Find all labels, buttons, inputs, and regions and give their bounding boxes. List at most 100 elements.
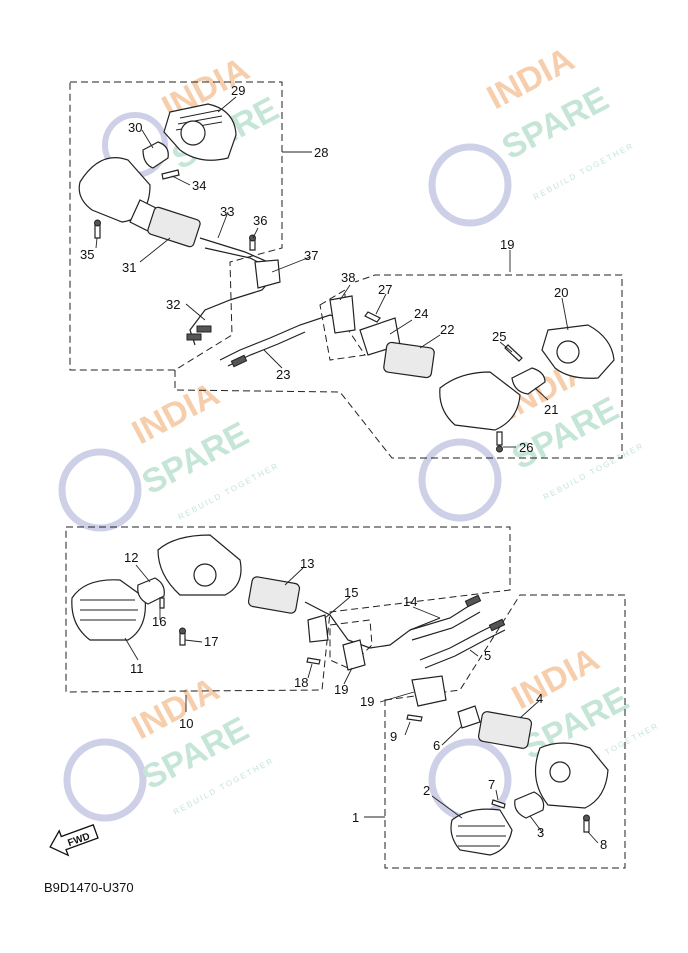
callout-21: 20 (554, 285, 568, 300)
bracket-19b (411, 675, 447, 707)
callout-13: 13 (300, 556, 314, 571)
callout-35: 34 (192, 178, 206, 193)
callout-31: 30 (128, 120, 142, 135)
screw-17-head (179, 627, 186, 635)
rubber-mount-23 (383, 341, 435, 379)
callout-8: 8 (600, 837, 607, 852)
bulb-31 (142, 141, 169, 169)
screw-27-head (496, 445, 503, 453)
callout-19-right: 19 (360, 694, 374, 709)
callout-38-mid: 38 (341, 270, 355, 285)
screw-7 (491, 799, 506, 809)
group-1-outline (384, 594, 626, 869)
callout-20: 19 (500, 237, 514, 252)
watermark-top-right: INDIA SPARE REBUILD TOGETHER (428, 40, 636, 227)
screw-8-head (583, 814, 590, 822)
fwd-arrow-icon (49, 824, 99, 857)
lens-11-pattern (80, 599, 138, 621)
screw-26 (504, 344, 523, 362)
rubber-mount-32 (147, 206, 201, 248)
callout-22: 21 (544, 402, 558, 417)
housing-socket (193, 563, 217, 587)
callout-16: 16 (152, 614, 166, 629)
callout-28: 27 (378, 282, 392, 297)
group-20-outline (319, 289, 366, 361)
lens-2-pattern (456, 825, 506, 847)
lens-socket (180, 120, 206, 146)
callout-labels: 29 30 28 34 33 36 35 31 37 32 23 19 38 2… (80, 83, 607, 852)
screw-28 (364, 311, 381, 323)
connector-33b (196, 325, 212, 333)
callout-6: 6 (433, 738, 440, 753)
callout-37: 36 (253, 213, 267, 228)
lead-wire-5b (424, 629, 506, 669)
watermark-bottom-left: INDIA SPARE REBUILD TOGETHER (63, 670, 276, 822)
lead-wire-33 (189, 237, 276, 346)
screw-16 (159, 597, 165, 609)
connector-5 (488, 618, 506, 632)
callout-15: 15 (344, 585, 358, 600)
bracket-19a (342, 639, 366, 671)
callout-29: 28 (314, 145, 328, 160)
screw-37-head (249, 234, 256, 242)
callout-23: 22 (440, 322, 454, 337)
screw-8 (583, 819, 590, 833)
svg-text:REBUILD TOGETHER: REBUILD TOGETHER (532, 141, 636, 202)
connector-14 (464, 594, 482, 608)
callout-36: 35 (80, 247, 94, 262)
bulb-12 (137, 577, 165, 605)
diagram-code: B9D1470-U370 (44, 880, 134, 895)
front-left-turn-signal-assembly (71, 534, 482, 671)
watermark-wrench-icon (418, 438, 502, 522)
lead-wire-14 (409, 601, 476, 631)
callout-3: 3 (537, 825, 544, 840)
callout-17: 17 (204, 634, 218, 649)
screw-18 (306, 657, 321, 665)
fwd-arrow: FWD (49, 824, 99, 857)
callout-25: 24 (414, 306, 428, 321)
callout-33: 32 (166, 297, 180, 312)
callout-19-left: 19 (334, 682, 348, 697)
callout-32: 31 (122, 260, 136, 275)
callout-38-top: 37 (304, 248, 318, 263)
housing-front-right (534, 742, 609, 809)
callout-7: 7 (488, 777, 495, 792)
callout-10: 10 (179, 716, 193, 731)
bulb-3 (514, 791, 545, 819)
watermark-wrench-icon (63, 738, 147, 822)
callout-30: 29 (231, 83, 245, 98)
callout-1: 1 (352, 810, 359, 825)
callout-14: 14 (403, 594, 417, 609)
lens-21-socket (556, 340, 580, 364)
callout-2: 2 (423, 783, 430, 798)
leader-lines (95, 96, 599, 844)
connector-24a (230, 354, 248, 368)
watermark-wrench-icon (428, 738, 512, 822)
callout-18: 18 (294, 675, 308, 690)
watermark-wrench-icon (428, 143, 512, 227)
callout-5: 5 (484, 648, 491, 663)
screw-36-head (94, 219, 101, 227)
housing-shell-right (439, 371, 521, 431)
screw-17 (179, 632, 186, 646)
bracket-15 (307, 614, 329, 643)
rear-right-turn-signal-assembly (219, 295, 615, 453)
rear-left-turn-signal-assembly (78, 103, 281, 346)
rubber-mount-4 (477, 711, 533, 749)
lens-2 (450, 808, 513, 856)
watermark-mid-left: INDIA SPARE REBUILD TOGETHER (58, 375, 281, 532)
callout-27: 26 (519, 440, 533, 455)
group-29-outline (69, 81, 283, 371)
screw-9 (406, 714, 423, 722)
screw-27 (496, 431, 503, 446)
group-10-outline (65, 526, 511, 693)
lead-wire-14b (411, 611, 481, 641)
watermark-wrench-icon (58, 448, 142, 532)
housing-right-socket (549, 761, 571, 783)
callout-4: 4 (536, 691, 543, 706)
group-24-outline (174, 274, 623, 459)
bracket-38 (254, 259, 281, 289)
callout-24: 23 (276, 367, 290, 382)
bulb-22 (511, 367, 546, 395)
